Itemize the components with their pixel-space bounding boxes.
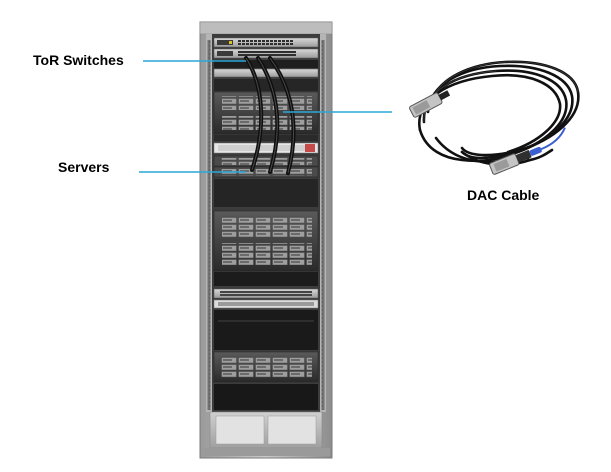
- storage-array: [213, 210, 319, 272]
- dac-connector-right: [489, 127, 566, 175]
- label-servers: Servers: [58, 159, 110, 175]
- dac-connector-left: [409, 90, 451, 118]
- label-tor-switches: ToR Switches: [33, 52, 124, 68]
- patch-panel: [213, 142, 319, 154]
- lower-switch: [213, 288, 319, 309]
- tor-switch-2: [213, 48, 319, 59]
- servers: [213, 155, 319, 207]
- storage-lower: [213, 351, 319, 383]
- tor-switch-1: [213, 37, 319, 48]
- label-dac-cable: DAC Cable: [467, 187, 540, 203]
